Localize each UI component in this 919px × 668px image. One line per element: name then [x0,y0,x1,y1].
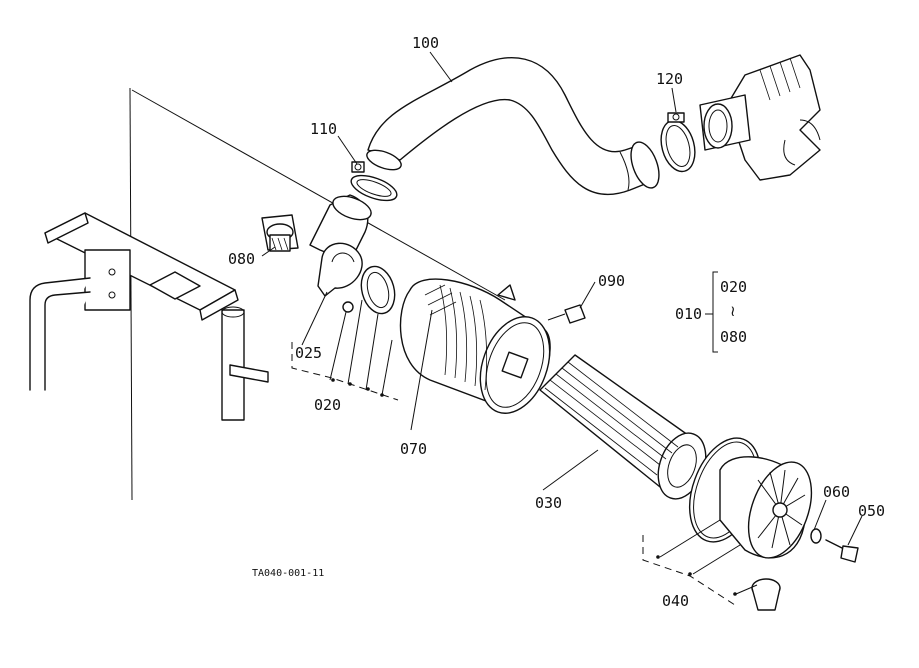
group-040-dashed-bracket [642,535,737,606]
callout-060: 060 [823,483,850,501]
figure-reference-code: TA040-001-11 [252,568,324,579]
vacuator-valve-080 [261,214,299,252]
hose-clamp-110 [350,161,398,202]
group-range-start: 020 [720,278,747,296]
callout-090: 090 [598,272,625,290]
filter-element-030 [539,354,707,500]
engine-intake-manifold [699,54,821,181]
group-010-bracket [705,271,718,353]
callout-080: 080 [228,250,255,268]
mounting-bracket [29,212,269,421]
callout-040: 040 [662,592,689,610]
leader-lines [261,51,863,595]
washer-060 [810,528,822,544]
callout-labels: 100 120 110 080 025 020 070 090 030 060 … [228,34,885,610]
callout-100: 100 [412,34,439,52]
group-range-mark: ≀ [730,302,736,320]
group-range-end: 080 [720,328,747,346]
intake-pipe-100 [366,57,660,196]
band-clamp-025 [317,242,363,313]
bolt-090 [547,304,586,324]
callout-025: 025 [295,344,322,362]
callout-110: 110 [310,120,337,138]
callout-010: 010 [675,305,702,323]
hose-clamp-120 [660,112,696,173]
callout-070: 070 [400,440,427,458]
cleaner-cover-040 [719,456,813,611]
wing-bolt-050 [825,539,859,563]
callout-050: 050 [858,502,885,520]
air-cleaner-body-070 [399,278,551,414]
inlet-gasket [360,265,396,315]
callout-120: 120 [656,70,683,88]
reference-frame-lines [129,87,506,501]
callout-020: 020 [314,396,341,414]
callout-030: 030 [535,494,562,512]
